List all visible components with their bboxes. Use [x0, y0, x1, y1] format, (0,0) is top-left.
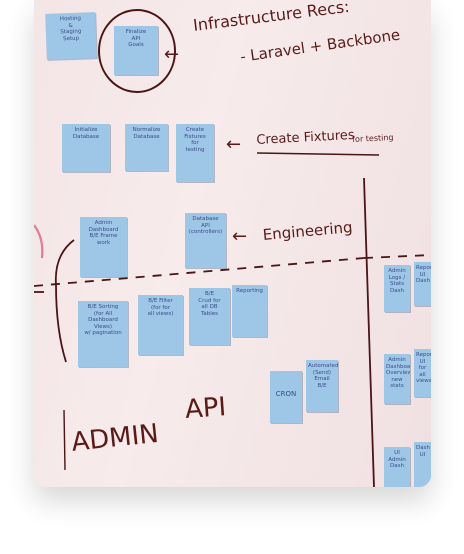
- sticky-note-database-api: Database API (controllers): [185, 213, 226, 268]
- sticky-note-be-filter: B/E Filter (for for all views): [138, 295, 183, 355]
- marker-lines: [34, 9, 431, 487]
- sticky-note-right-3: Admin Dashboard Overview new stats: [384, 354, 410, 404]
- sticky-note-be-sorting: B/E Sorting (for All Dashboard Views) w/…: [78, 301, 128, 367]
- photo-card: Hosting & Staging Setup Finalize API Goa…: [34, 0, 431, 487]
- brace-mark: [54, 239, 75, 363]
- sticky-note-right-2: Reporting UI Dash: [414, 262, 431, 306]
- sticky-note-automated-email: Automated (Send) Email B/E: [306, 360, 338, 412]
- sticky-note-admin-dashboard: Admin Dashboard B/E Frame work: [80, 217, 127, 277]
- sticky-note-hosting: Hosting & Staging Setup: [45, 12, 97, 60]
- sticky-note-be-crud: B/E Crud for all DB Tables: [189, 288, 230, 345]
- arrow-mark-1: ←: [164, 44, 180, 65]
- sticky-note-right-4: Reporting UI for all views: [414, 349, 431, 397]
- arrow-mark-3: ←: [232, 226, 248, 247]
- arrow-mark-2: ←: [226, 134, 242, 155]
- sticky-note-create-fixtures: Create Fixtures for testing: [176, 124, 214, 182]
- sticky-note-finalize-api: Finalize API Goals: [114, 26, 158, 75]
- sticky-note-normalize-db: Normalize Database: [125, 124, 168, 171]
- sticky-note-right-6: Dash UI: [414, 442, 431, 487]
- sticky-note-initialize-db: Initialize Database: [62, 124, 110, 172]
- dashed-divider: [34, 257, 365, 287]
- vertical-divider: [363, 177, 375, 487]
- sticky-note-right-5: UI Admin Dash: [384, 447, 410, 487]
- sticky-note-right-1: Admin Logs / Stats Dash: [384, 265, 410, 312]
- handwriting-api: API: [184, 392, 228, 425]
- circle-mark: [98, 9, 176, 93]
- whiteboard: Hosting & Staging Setup Finalize API Goa…: [34, 0, 431, 487]
- underline-mark: [256, 152, 380, 156]
- sticky-note-reporting: Reporting: [232, 285, 267, 337]
- sticky-note-cron: CRON: [270, 371, 302, 423]
